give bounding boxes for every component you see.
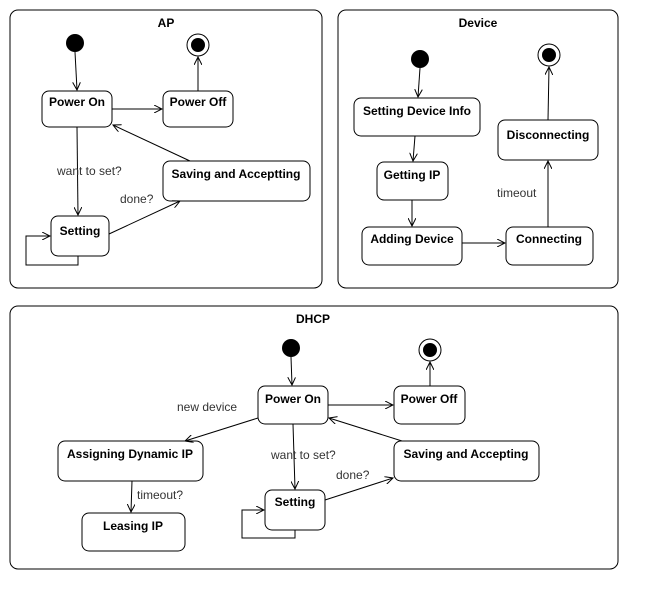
dhcp-state-assigning: Assigning Dynamic IP [57,440,204,482]
dhcp-frame: DHCP Power On Power Off Assigning Dynami… [9,305,619,570]
ap-initial-state [66,34,84,52]
dhcp-state-power-off: Power Off [393,385,466,425]
dhcp-initial-state [282,339,300,357]
ap-frame: AP Power On Power Off Saving and Acceptt… [9,9,323,289]
svg-text:Power Off: Power Off [170,95,228,109]
ap-edge-on-setting [77,126,78,215]
ap-label-done: done? [120,192,154,206]
dhcp-edge-on-assigning [185,417,259,441]
dhcp-label-new-device: new device [177,400,237,414]
dhcp-edge-saving-on [329,418,403,442]
ap-edge-setting-saving [108,201,180,235]
device-edge-initial [418,67,420,97]
ap-edge-setting-self [25,236,79,266]
ap-final-state [186,33,210,57]
dhcp-frame-border [9,305,619,570]
dhcp-edge-setting-self [241,510,296,539]
dhcp-state-saving: Saving and Accepting [393,440,540,482]
device-frame-title: Device [459,16,498,30]
svg-text:Power On: Power On [49,95,105,109]
dhcp-label-timeout: timeout? [137,488,183,502]
device-edge-info-ip [413,135,415,161]
device-label-timeout: timeout [497,186,537,200]
svg-text:Setting: Setting [275,495,316,509]
svg-text:Adding Device: Adding Device [370,232,454,246]
dhcp-final-state [418,338,442,362]
svg-text:Disconnecting: Disconnecting [507,128,590,142]
dhcp-state-leasing: Leasing IP [81,512,186,552]
svg-text:Setting Device Info: Setting Device Info [363,104,471,118]
dhcp-frame-title: DHCP [296,312,330,326]
svg-text:Power Off: Power Off [401,392,459,406]
dhcp-edge-on-setting [293,423,295,489]
svg-text:Saving and Acceptting: Saving and Acceptting [172,167,301,181]
svg-text:Assigning Dynamic IP: Assigning Dynamic IP [67,447,193,461]
device-state-connecting: Connecting [505,226,594,266]
ap-label-want-to-set: want to set? [56,164,122,178]
ap-edge-saving-on [113,125,191,162]
ap-edge-initial [75,51,77,90]
device-final-state [537,43,561,67]
device-initial-state [411,50,429,68]
ap-state-saving: Saving and Acceptting [162,160,311,202]
svg-text:Power On: Power On [265,392,321,406]
dhcp-state-power-on: Power On [257,385,329,425]
svg-text:Getting IP: Getting IP [384,168,441,182]
ap-state-setting: Setting [50,215,110,257]
svg-text:Setting: Setting [60,224,101,238]
ap-frame-title: AP [158,16,175,30]
device-frame: Device Setting Device Info Getting IP Ad… [337,9,619,289]
dhcp-edge-assigning-leasing [131,480,132,512]
dhcp-edge-setting-saving [324,478,393,501]
dhcp-edge-initial [291,356,292,385]
svg-text:Saving and Accepting: Saving and Accepting [404,447,529,461]
dhcp-state-setting: Setting [264,489,326,531]
device-state-adding: Adding Device [361,226,463,266]
device-state-setting-info: Setting Device Info [353,97,481,137]
ap-state-power-on: Power On [41,90,113,128]
ap-state-power-off: Power Off [162,90,234,128]
svg-text:Connecting: Connecting [516,232,582,246]
device-state-disconnecting: Disconnecting [497,119,599,161]
device-state-getting-ip: Getting IP [376,161,449,201]
dhcp-label-want-to-set: want to set? [270,448,336,462]
svg-text:Leasing IP: Leasing IP [103,519,163,533]
dhcp-label-done: done? [336,468,370,482]
device-edge-disconnecting-final [548,67,549,121]
